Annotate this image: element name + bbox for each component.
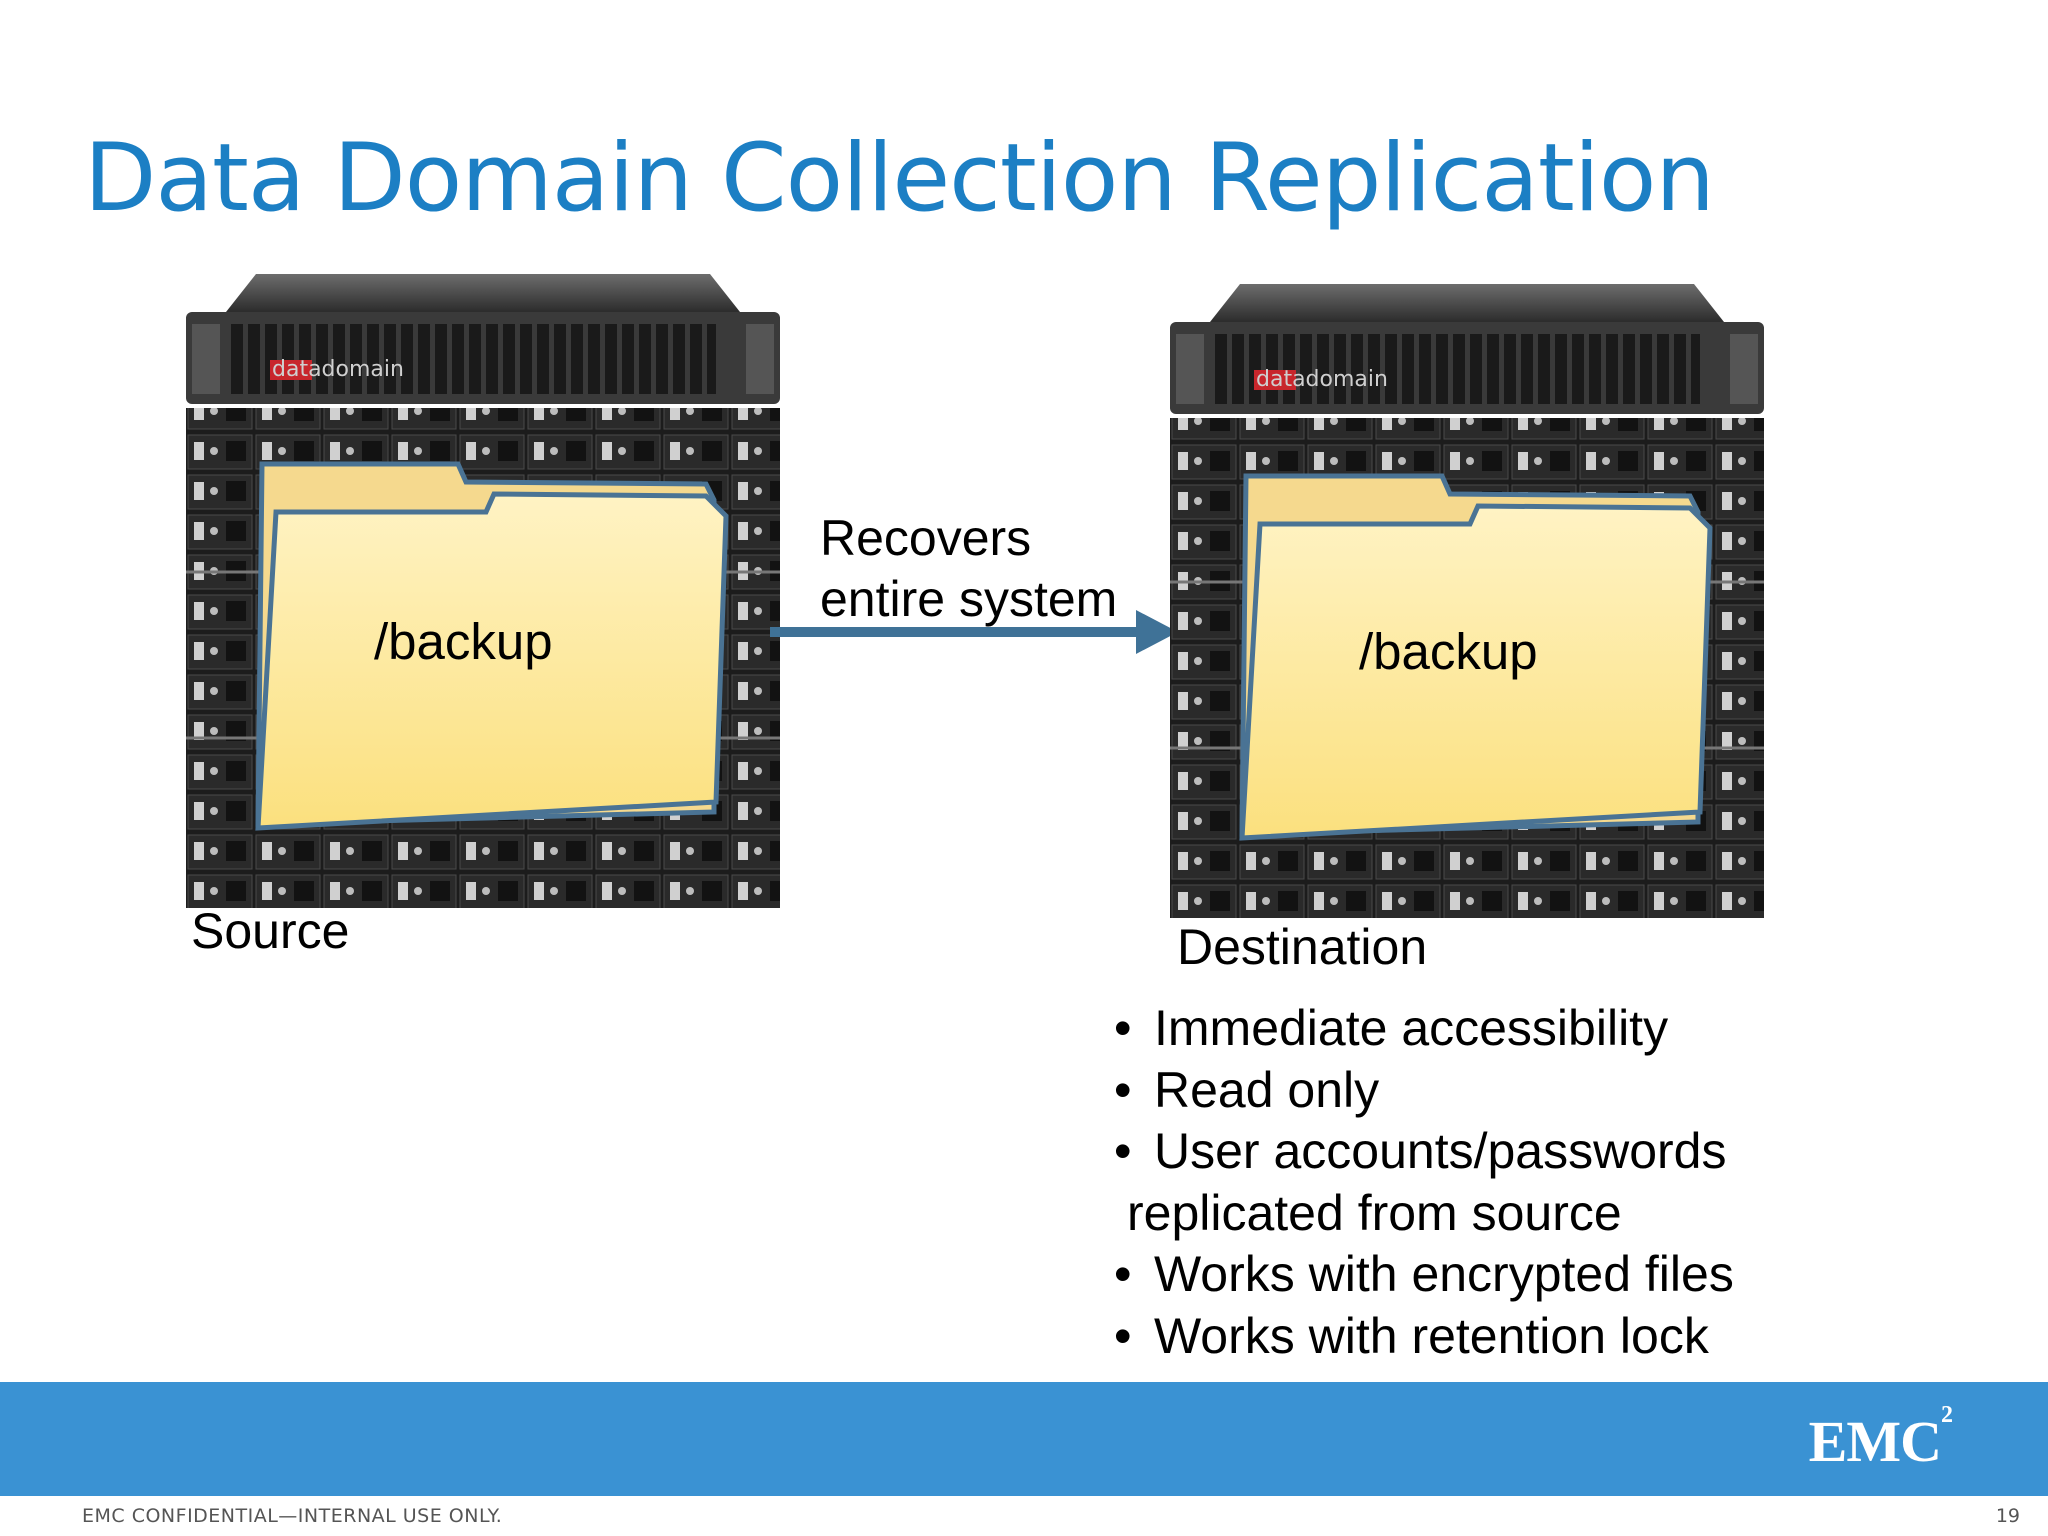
source-brand-logo: datadomain xyxy=(272,357,404,382)
confidential-notice: EMC CONFIDENTIAL—INTERNAL USE ONLY. xyxy=(82,1505,503,1527)
bullet-continuation: replicated from source xyxy=(1127,1184,1622,1241)
destination-server-image: datadomain xyxy=(1170,282,1764,918)
destination-brand-logo: datadomain xyxy=(1256,367,1388,392)
bullet-item: •Immediate accessibility xyxy=(1110,998,1734,1060)
feature-bullet-list: •Immediate accessibility •Read only •Use… xyxy=(1110,998,1734,1367)
replication-arrow xyxy=(770,610,1178,659)
bullet-dot-icon: • xyxy=(1114,1307,1132,1364)
bullet-dot-icon: • xyxy=(1114,1000,1132,1056)
slide-title: Data Domain Collection Replication xyxy=(84,124,1715,233)
page-number: 19 xyxy=(1995,1505,2020,1527)
bullet-item: •Read only xyxy=(1110,1060,1734,1122)
emc-logo: EMC2 xyxy=(1808,1402,1953,1474)
source-server-image: datadomain xyxy=(186,272,780,908)
footer-band: EMC2 xyxy=(0,1382,2048,1496)
source-folder-icon xyxy=(255,461,729,831)
source-caption: Source xyxy=(191,903,350,959)
bullet-dot-icon: • xyxy=(1114,1123,1132,1179)
arrow-label: Recovers entire system xyxy=(820,508,1117,630)
bullet-item: •User accounts/passwords xyxy=(1110,1121,1734,1183)
destination-caption: Destination xyxy=(1177,919,1428,975)
bullet-item: •Works with retention lock xyxy=(1110,1306,1734,1368)
arrow-label-line1: Recovers xyxy=(820,510,1032,566)
bullet-dot-icon: • xyxy=(1114,1246,1132,1302)
destination-folder-icon xyxy=(1239,473,1713,841)
arrow-label-line2: entire system xyxy=(820,571,1118,627)
bullet-dot-icon: • xyxy=(1114,1061,1132,1118)
source-folder-label: /backup xyxy=(374,613,553,670)
bullet-item: •Works with encrypted files xyxy=(1110,1244,1734,1306)
destination-folder-label: /backup xyxy=(1359,623,1538,680)
